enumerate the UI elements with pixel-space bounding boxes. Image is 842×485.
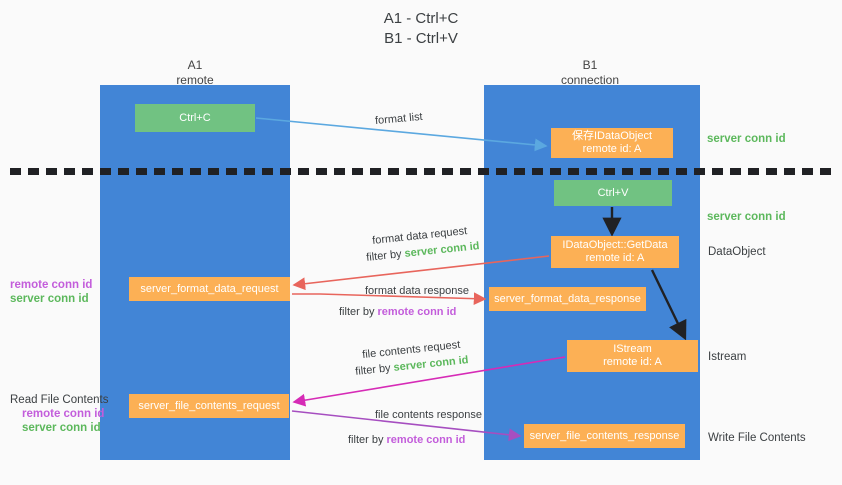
- column-header-b1-name: B1: [582, 58, 598, 72]
- side-label-server-conn-id: server conn id: [10, 293, 89, 305]
- node-server-file-contents-response[interactable]: server_file_contents_response: [524, 424, 685, 448]
- node-server-file-contents-response-label: server_file_contents_response: [529, 429, 680, 442]
- filter-value-remote-conn-id: remote conn id: [386, 434, 466, 446]
- diagram-title: A1 - Ctrl+C B1 - Ctrl+V: [0, 9, 842, 49]
- column-header-a1-sub: remote: [176, 73, 214, 87]
- side-label-dataobject: DataObject: [708, 246, 766, 258]
- side-label-read-file-contents-group: Read File Contents remote conn id server…: [10, 393, 108, 435]
- side-label-server-conn-id: server conn id: [22, 422, 101, 434]
- node-ctrl-c[interactable]: Ctrl+C: [135, 104, 255, 132]
- side-label-remote-conn-id: remote conn id: [10, 279, 93, 291]
- label-file-contents-response: file contents response: [375, 409, 483, 421]
- node-server-format-data-response-label: server_format_data_response: [494, 292, 641, 305]
- filter-prefix: filter by: [365, 247, 406, 264]
- column-header-a1: A1 remote: [130, 58, 260, 88]
- node-idataobject-getdata[interactable]: IDataObject::GetData remote id: A: [551, 236, 679, 268]
- node-idataobject-getdata-line1: IDataObject::GetData: [562, 239, 668, 251]
- node-ctrl-v[interactable]: Ctrl+V: [554, 180, 672, 206]
- column-header-b1-sub: connection: [560, 73, 620, 87]
- node-ctrl-v-label: Ctrl+V: [597, 186, 629, 199]
- side-label-server-conn-id-second: server conn id: [707, 211, 786, 223]
- label-format-list: format list: [374, 110, 424, 128]
- filter-value-remote-conn-id: remote conn id: [377, 306, 457, 318]
- side-label-write-file-contents: Write File Contents: [708, 432, 806, 444]
- title-line-1: A1 - Ctrl+C: [383, 10, 459, 27]
- node-istream-line2: remote id: A: [603, 356, 662, 368]
- node-ctrl-c-label: Ctrl+C: [179, 111, 211, 124]
- filter-prefix: filter by: [339, 306, 378, 318]
- label-format-data-response-filter: filter by remote conn id: [339, 305, 456, 319]
- node-server-format-data-request[interactable]: server_format_data_request: [129, 277, 290, 301]
- filter-prefix: filter by: [354, 361, 395, 378]
- side-label-istream: Istream: [708, 351, 747, 363]
- node-save-idataobject-line2: remote id: A: [582, 143, 642, 155]
- node-server-format-data-response[interactable]: server_format_data_response: [489, 287, 646, 311]
- node-save-idataobject-line1: 保存IDataObject: [571, 130, 653, 142]
- filter-prefix: filter by: [348, 434, 387, 446]
- column-header-b1: B1 connection: [525, 58, 655, 88]
- node-server-file-contents-request[interactable]: server_file_contents_request: [129, 394, 289, 418]
- side-label-conn-ids-upper: remote conn id server conn id: [10, 278, 92, 306]
- node-istream-line1: IStream: [613, 343, 652, 355]
- side-label-remote-conn-id: remote conn id: [22, 408, 105, 420]
- node-istream[interactable]: IStream remote id: A: [567, 340, 698, 372]
- label-file-contents-response-filter: filter by remote conn id: [348, 433, 465, 447]
- label-format-data-response: format data response: [365, 285, 469, 297]
- node-server-file-contents-request-label: server_file_contents_request: [138, 399, 280, 412]
- column-header-a1-name: A1: [187, 58, 203, 72]
- side-label-server-conn-id-top: server conn id: [707, 133, 786, 145]
- side-label-read-file-contents: Read File Contents: [10, 394, 109, 406]
- title-line-2: B1 - Ctrl+V: [384, 30, 458, 47]
- node-idataobject-getdata-line2: remote id: A: [585, 252, 645, 264]
- node-save-idataobject[interactable]: 保存IDataObject remote id: A: [551, 128, 673, 158]
- node-server-format-data-request-label: server_format_data_request: [140, 282, 279, 295]
